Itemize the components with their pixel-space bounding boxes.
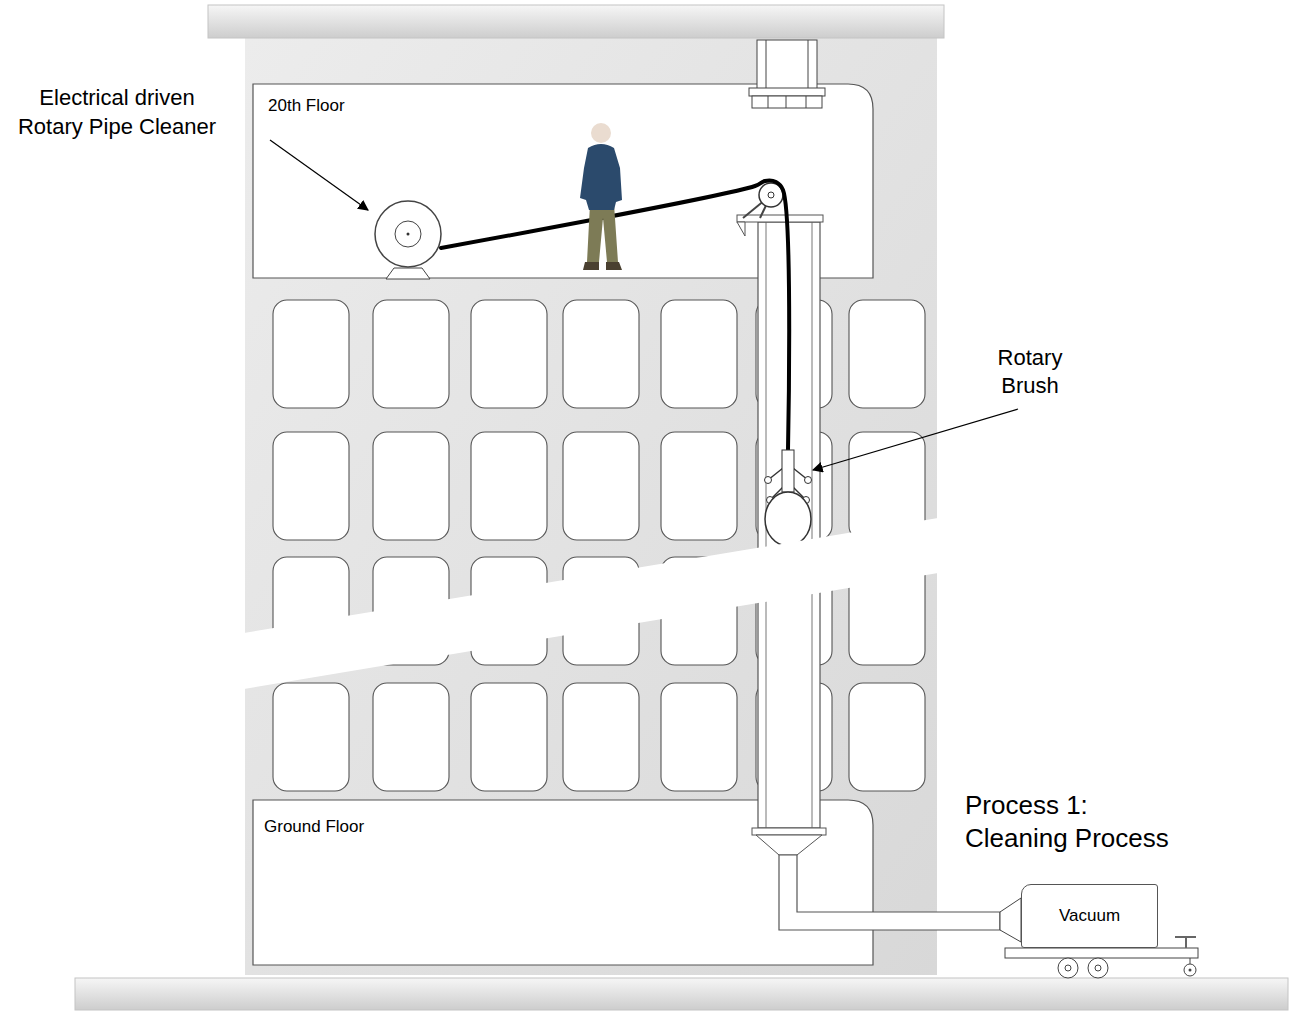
roof-fitting-base xyxy=(752,96,822,108)
window xyxy=(273,432,349,540)
chute-flange xyxy=(737,215,823,222)
wheel-hub xyxy=(1095,965,1101,971)
node-text: Vacuum xyxy=(1059,906,1120,926)
roof-fitting-post xyxy=(786,96,787,108)
window xyxy=(661,432,737,540)
window xyxy=(661,300,737,408)
reel-stand xyxy=(386,268,430,279)
node-text: Ground Floor xyxy=(264,817,364,837)
roof-fitting xyxy=(757,40,817,90)
leader-line xyxy=(813,409,1018,470)
person-jacket xyxy=(580,144,622,210)
floor-panel: Ground Floor xyxy=(253,800,873,965)
vacuum-cart xyxy=(1005,948,1198,958)
roof-fitting-post xyxy=(768,96,769,108)
break-band xyxy=(238,517,944,690)
ground-slab xyxy=(75,978,1288,1010)
reel-hub xyxy=(395,221,421,247)
callout-label: Electrical driven Rotary Pipe Cleaner xyxy=(13,83,221,141)
window xyxy=(849,683,925,791)
vacuum-unit: Vacuum xyxy=(1021,884,1158,948)
chute-bracket xyxy=(737,222,745,236)
building-facade xyxy=(245,38,937,975)
window xyxy=(373,683,449,791)
node-text: 20th Floor xyxy=(268,96,345,116)
roof-fitting-line xyxy=(808,40,809,90)
reel-axle xyxy=(407,233,410,236)
vacuum-handle xyxy=(1175,937,1196,948)
chute-inner-line xyxy=(812,222,813,828)
window xyxy=(273,683,349,791)
chute-flange xyxy=(752,828,826,835)
vacuum-nozzle xyxy=(1000,898,1021,942)
callout-label: Rotary Brush xyxy=(980,344,1080,400)
caster-post xyxy=(1190,958,1191,964)
cart-wheel xyxy=(1088,958,1108,978)
window xyxy=(373,432,449,540)
window xyxy=(563,683,639,791)
window xyxy=(471,683,547,791)
window xyxy=(373,300,449,408)
window xyxy=(471,432,547,540)
person-legs xyxy=(587,204,618,262)
person-head xyxy=(591,123,611,143)
floor-panel: 20th Floor xyxy=(253,84,873,278)
roof-fitting-line xyxy=(766,40,767,90)
cart-wheel xyxy=(1058,958,1078,978)
pulley-axle xyxy=(768,192,774,198)
window xyxy=(563,300,639,408)
window xyxy=(563,432,639,540)
person-shoes xyxy=(583,262,622,270)
brush-head xyxy=(765,492,811,546)
window xyxy=(273,300,349,408)
caster-wheel xyxy=(1184,964,1196,976)
suction-hose xyxy=(779,855,1000,930)
window xyxy=(471,300,547,408)
process-title: Process 1: Cleaning Process xyxy=(965,789,1180,855)
leader-line xyxy=(270,140,368,210)
window xyxy=(661,683,737,791)
wheel-hub xyxy=(1065,965,1071,971)
caster-hub xyxy=(1189,969,1192,972)
roof-fitting-post xyxy=(806,96,807,108)
brush-stem xyxy=(782,450,794,492)
brush-tip xyxy=(765,477,772,484)
window xyxy=(849,300,925,408)
roof-slab xyxy=(208,5,944,38)
cleaner-cable xyxy=(441,181,789,450)
chute-cone xyxy=(756,835,822,855)
cable-reel xyxy=(375,201,441,267)
roof-fitting-plate xyxy=(749,88,825,96)
brush-tip xyxy=(805,477,812,484)
